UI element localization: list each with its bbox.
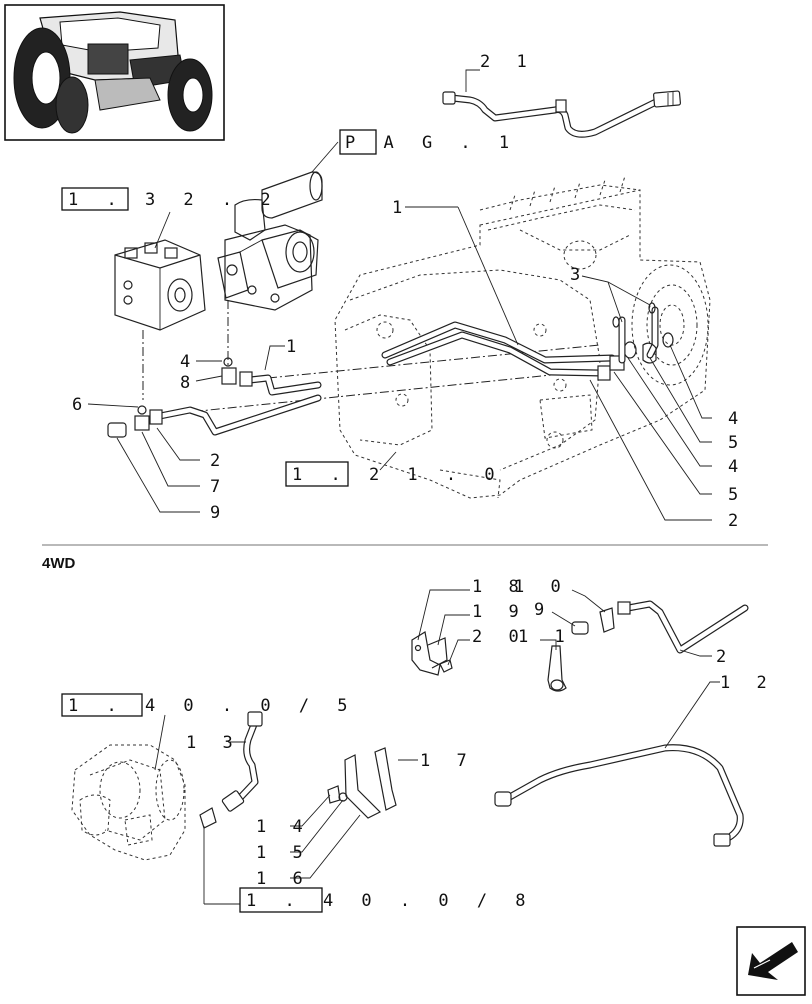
leader-21 <box>465 69 480 92</box>
leader-5-right <box>649 357 712 443</box>
label-8: 8 <box>180 373 198 393</box>
label-18: 1 8 <box>472 577 527 597</box>
ref-box-1322[interactable]: 1 . 3 2 . 2 <box>61 187 280 211</box>
leader-18 <box>417 589 470 641</box>
label-7: 7 <box>210 477 228 497</box>
svg-text:1 . 2 1 . 0: 1 . 2 1 . 0 <box>292 465 504 485</box>
label-9-left: 9 <box>210 503 228 523</box>
leader-11 <box>540 639 557 650</box>
brackets-15-17[interactable] <box>327 747 397 819</box>
pipe-2-lower[interactable] <box>107 394 322 438</box>
leader-9-left <box>116 437 200 513</box>
svg-text:1 . 4 0 . 0 / 5: 1 . 4 0 . 0 / 5 <box>68 696 357 716</box>
label-2-right: 2 <box>728 511 746 531</box>
label-15: 1 5 <box>256 843 311 863</box>
ref-box-pag1[interactable]: P A G . 1 <box>339 129 518 155</box>
ref-box-14005[interactable]: 1 . 4 0 . 0 / 5 <box>61 693 357 717</box>
pipe-12[interactable] <box>494 744 744 847</box>
fittings-3[interactable] <box>612 302 674 364</box>
valve-block[interactable] <box>114 239 206 331</box>
leader-2-4wd <box>679 649 712 657</box>
leader-2-right <box>589 379 712 521</box>
front-axle-housing[interactable] <box>71 744 186 861</box>
leader-2-left <box>156 427 200 461</box>
leader-pag1 <box>311 141 339 173</box>
leader-1-lower <box>264 345 285 371</box>
label-21: 2 1 <box>480 52 535 72</box>
pump-assembly[interactable] <box>217 171 323 311</box>
label-11: 1 1 <box>518 627 573 647</box>
leader-8 <box>195 375 223 382</box>
label-4-left: 4 <box>180 352 198 372</box>
leader-3b <box>607 281 651 306</box>
axis-line-upper <box>267 344 601 379</box>
label-2-left: 2 <box>210 451 228 471</box>
leader-12 <box>664 681 720 749</box>
label-12: 1 2 <box>720 673 775 693</box>
leader-4-right <box>669 344 712 419</box>
pipe-1-lower[interactable] <box>221 357 322 396</box>
label-9-right: 9 <box>534 600 552 620</box>
ref-box-121[interactable]: 1 . 2 1 . 0 <box>285 461 504 487</box>
label-1-top: 1 <box>392 198 410 218</box>
leader-1-top-b <box>457 206 519 346</box>
ref-box-14008[interactable]: 1 . 4 0 . 0 / 8 <box>239 887 535 913</box>
leader-14005 <box>154 714 166 771</box>
leader-4-mid <box>627 357 712 467</box>
label-19: 1 9 <box>472 602 527 622</box>
leader-20 <box>447 639 470 666</box>
section-label-4wd: 4WD <box>42 555 76 572</box>
pipe-21[interactable] <box>442 90 681 138</box>
leader-6 <box>87 403 139 408</box>
label-6: 6 <box>72 395 90 415</box>
leader-14 <box>290 794 331 827</box>
axis-line-lower <box>159 369 601 416</box>
clip-11[interactable] <box>547 645 567 692</box>
leader-16 <box>290 814 361 879</box>
label-20: 2 0 <box>472 627 527 647</box>
label-14: 1 4 <box>256 817 311 837</box>
leader-5-mid <box>613 371 712 495</box>
label-5-mid: 5 <box>728 485 746 505</box>
label-13: 1 3 <box>186 733 241 753</box>
next-page-arrow-icon[interactable] <box>736 926 806 996</box>
label-16: 1 6 <box>256 869 311 889</box>
bracket-18-19[interactable] <box>411 631 453 676</box>
label-10: 1 0 <box>514 577 569 597</box>
label-3: 3 <box>570 265 588 285</box>
label-1-lower: 1 <box>286 337 304 357</box>
label-5-right: 5 <box>728 433 746 453</box>
leader-15 <box>290 799 344 853</box>
leader-7 <box>141 431 200 487</box>
svg-text:1 . 4 0 . 0 / 8: 1 . 4 0 . 0 / 8 <box>246 891 535 911</box>
svg-text:1 . 3 2 . 2: 1 . 3 2 . 2 <box>68 190 280 210</box>
leader-19 <box>437 614 470 646</box>
label-4-mid: 4 <box>728 457 746 477</box>
label-4-right: 4 <box>728 409 746 429</box>
tractor-thumbnail[interactable] <box>4 4 225 141</box>
label-17: 1 7 <box>420 751 475 771</box>
pipe-1-upper[interactable] <box>381 321 637 381</box>
svg-text:P A G . 1: P A G . 1 <box>345 133 518 153</box>
label-2-4wd: 2 <box>716 647 734 667</box>
leader-9-right <box>551 611 576 627</box>
pipe-2-4wd[interactable] <box>571 600 749 654</box>
leader-10 <box>571 589 606 613</box>
pipe-13[interactable] <box>199 711 263 829</box>
leader-121 <box>379 451 397 471</box>
